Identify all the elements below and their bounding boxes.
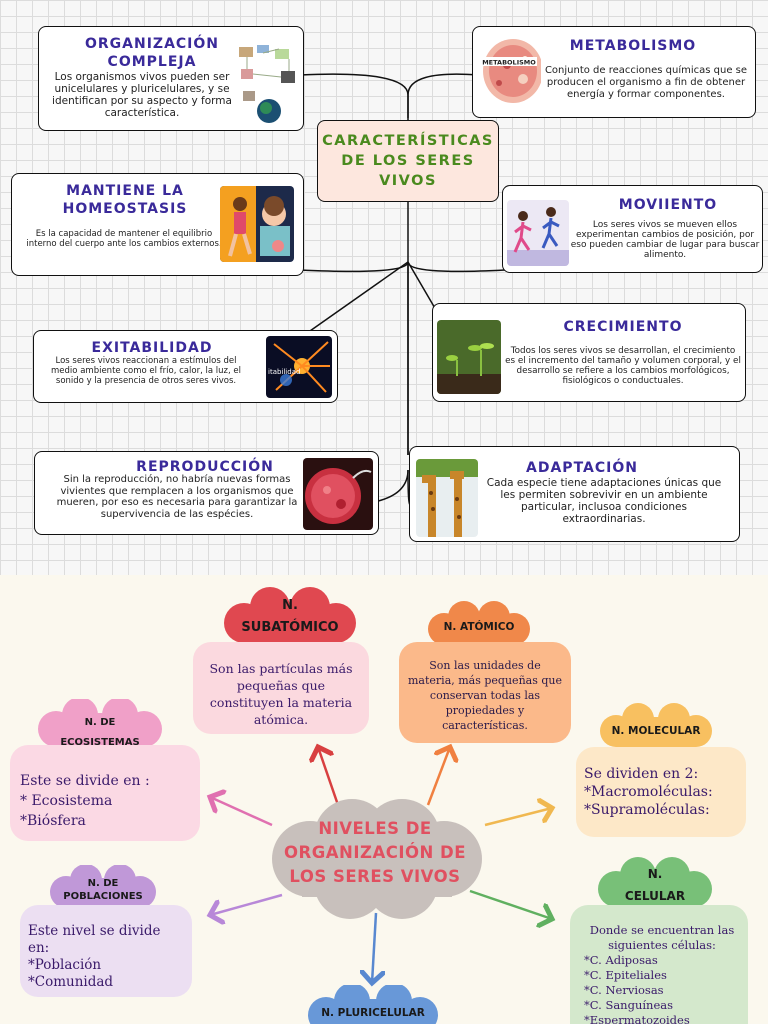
card-organizacion: ORGANIZACIÓN COMPLEJA Los organismos viv… (38, 26, 304, 131)
card-metabolismo: METABOLISMO METABOLISMO Conjunto de reac… (472, 26, 756, 118)
neuron-image-label: itabilidad (268, 368, 300, 376)
molecular-title: N. MOLECULAR (611, 725, 701, 737)
metabolism-cell-image: METABOLISMO (479, 35, 541, 105)
card-title: MOVIIENTO (618, 197, 718, 213)
celular-box: Donde se encuentran las siguientes célul… (570, 905, 748, 1024)
poblaciones-line: *Población (28, 957, 102, 973)
levels-center-cloud (272, 799, 482, 919)
pluricelular-cloud (308, 985, 438, 1024)
celular-item: *C. Epiteliales (584, 968, 667, 982)
ecosistemas-title: N. DE ECOSISTEMAS (40, 713, 160, 753)
pluricelular-title: N. PLURICELULAR (321, 1007, 425, 1019)
card-text: Todos los seres vivos se desarrollan, el… (505, 346, 741, 386)
poblaciones-cloud (50, 865, 156, 918)
poblaciones-title-line1: N. DE (87, 878, 119, 889)
molecular-line: Se dividen en 2: (584, 766, 699, 782)
characteristics-map: CARACTERÍSTICAS DE LOS SERES VIVOS ORGAN… (0, 0, 768, 575)
card-homeostasis: MANTIENE LA HOMEOSTASIS Es la capacidad … (11, 173, 304, 276)
card-text: Los organismos vivos pueden ser unicelul… (52, 71, 232, 119)
poblaciones-box: Este nivel se divide en: *Población *Com… (20, 905, 192, 997)
atomico-box: Son las unidades de materia, más pequeña… (399, 642, 571, 743)
celular-item: *C. Nerviosas (584, 983, 664, 997)
giraffes-image (416, 459, 478, 537)
poblaciones-line: Este nivel se divide en: (28, 923, 161, 956)
card-title: METABOLISMO (569, 38, 697, 54)
ecosistemas-line: Este se divide en : (20, 773, 150, 789)
subatomico-title-line2: SUBATÓMICO (241, 620, 339, 635)
runners-image (507, 200, 569, 266)
molecular-box: Se dividen en 2: *Macromoléculas: *Supra… (576, 747, 746, 837)
card-text: Es la capacidad de mantener el equilibri… (26, 229, 222, 249)
celular-intro: Donde se encuentran las siguientes célul… (589, 923, 735, 952)
celular-item: *C. Sanguíneas (584, 998, 674, 1012)
molecular-line: *Macromoléculas: (584, 784, 713, 800)
reproduction-cell-image (303, 458, 373, 530)
celular-item: *C. Adiposas (584, 953, 658, 967)
subatomico-box: Son las partículas más pequeñas que cons… (193, 642, 369, 734)
atomico-title: N. ATÓMICO (443, 621, 515, 633)
card-movimiento: MOVIIENTO Los seres vivos se mueven ello… (502, 185, 763, 273)
card-text: Los seres vivos se mueven ellos experime… (570, 220, 760, 260)
poblaciones-title-line2: POBLACIONES (63, 891, 143, 902)
molecular-line: *Supramoléculas: (584, 802, 710, 818)
card-title: EXITABILIDAD (91, 340, 213, 356)
card-crecimiento: CRECIMIENTO Todos los seres vivos se des… (432, 303, 746, 402)
card-text: Cada especie tiene adaptaciones únicas q… (486, 477, 722, 525)
center-topic: CARACTERÍSTICAS DE LOS SERES VIVOS (317, 120, 499, 202)
card-reproduccion: REPRODUCCIÓN Sin la reproducción, no hab… (34, 451, 379, 535)
card-text: Conjunto de reacciones químicas que se p… (544, 65, 748, 100)
ecosistemas-title-line2: ECOSISTEMAS (60, 737, 140, 748)
metabolism-image-label: METABOLISMO (482, 59, 536, 67)
ecosistemas-line: *Biósfera (20, 813, 86, 829)
celular-item: *Espermatozoides (584, 1013, 690, 1024)
subatomico-title: N. SUBATÓMICO (226, 595, 354, 639)
card-title: ADAPTACIÓN (526, 460, 638, 476)
sprout-image (437, 320, 501, 394)
card-text: Los seres vivos reaccionan a estímulos d… (51, 356, 241, 386)
arrows (0, 575, 768, 1024)
poblaciones-line: *Comunidad (28, 974, 114, 990)
card-title: MANTIENE LA HOMEOSTASIS (62, 183, 188, 217)
levels-center-title: NIVELES DE ORGANIZACIÓN DE LOS SERES VIV… (283, 819, 467, 886)
organisms-image (235, 41, 299, 125)
card-title: ORGANIZACIÓN COMPLEJA (84, 36, 220, 70)
card-excitabilidad: EXITABILIDAD Los seres vivos reaccionan … (33, 330, 338, 403)
connector-lines (299, 73, 506, 506)
homeostasis-image (220, 186, 294, 262)
celular-title-line2: CELULAR (624, 889, 686, 903)
celular-title: N. CELULAR (596, 863, 714, 907)
celular-title-line1: N. (647, 867, 663, 881)
atomico-cloud (428, 601, 530, 655)
neuron-image: itabilidad (266, 336, 332, 398)
ecosistemas-box: Este se divide en : * Ecosistema *Biósfe… (10, 745, 200, 841)
card-title: REPRODUCCIÓN (136, 459, 274, 475)
card-adaptacion: ADAPTACIÓN Cada especie tiene adaptacion… (409, 446, 740, 542)
subatomico-title-line1: N. (282, 598, 298, 613)
poblaciones-title: N. DE POBLACIONES (48, 877, 158, 903)
levels-map: NIVELES DE ORGANIZACIÓN DE LOS SERES VIV… (0, 575, 768, 1024)
ecosistemas-line: * Ecosistema (20, 793, 113, 809)
ecosistemas-title-line1: N. DE (84, 717, 116, 728)
card-title: CRECIMIENTO (563, 319, 683, 335)
card-text: Sin la reproducción, no habría nuevas fo… (56, 474, 298, 520)
